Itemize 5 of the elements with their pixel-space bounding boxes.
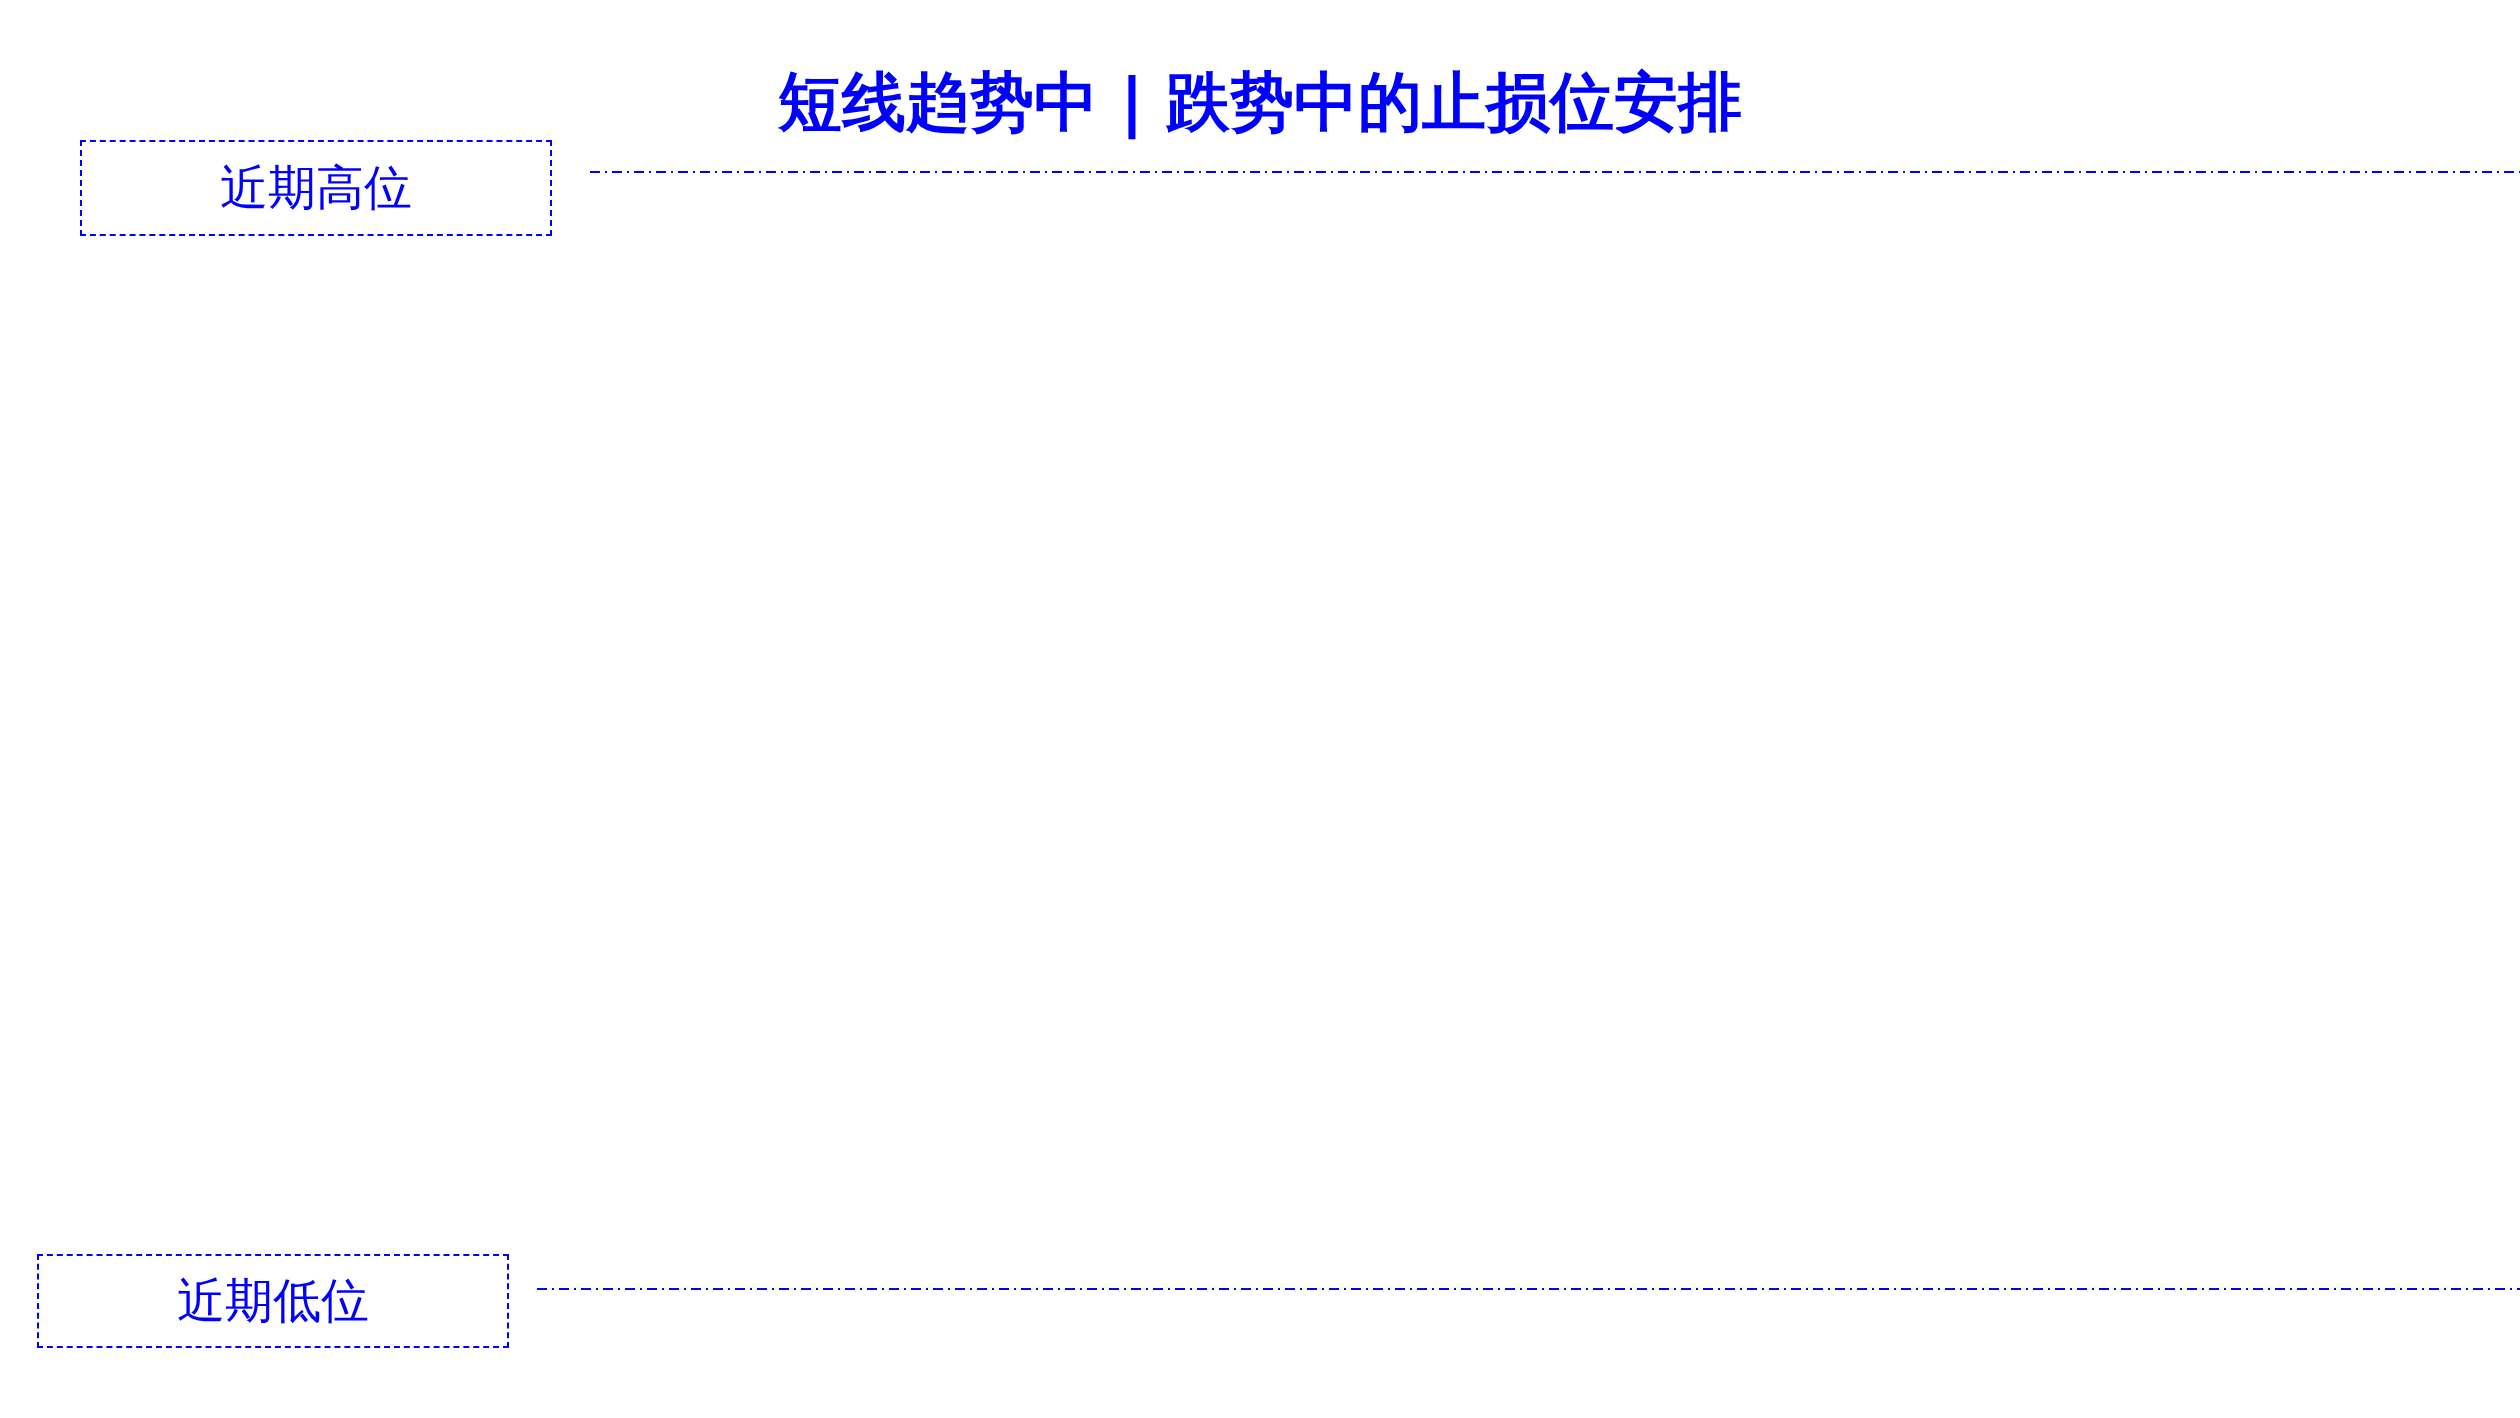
label-box bbox=[80, 140, 552, 236]
level-text: 近期低位 bbox=[177, 1273, 369, 1329]
title: 短线趋势中 | 跌势中的止损位安排 bbox=[777, 64, 1743, 142]
level-text: 近期高位 bbox=[220, 160, 412, 216]
label-box bbox=[37, 1254, 509, 1348]
